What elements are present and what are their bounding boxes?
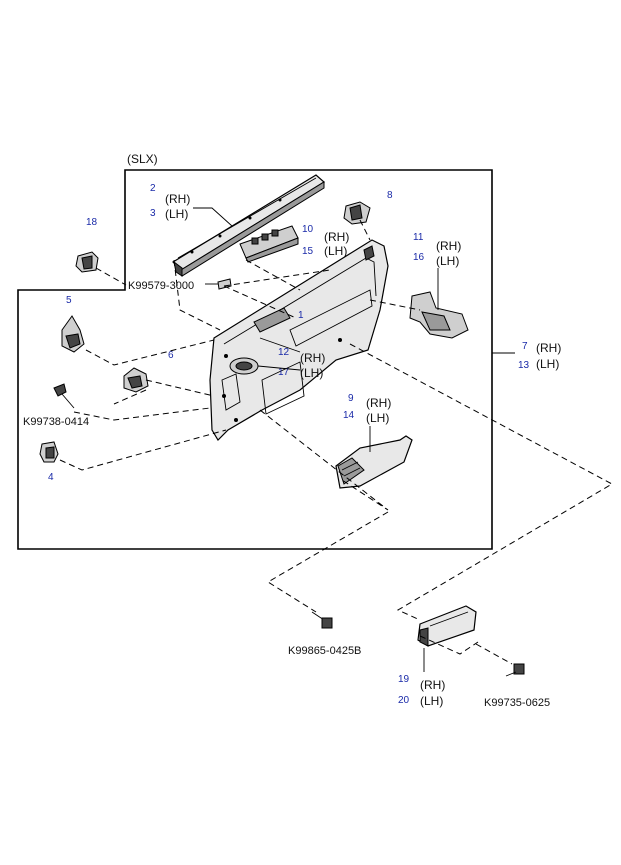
armrest-part (335, 435, 413, 489)
clip-part-6 (123, 367, 149, 393)
side-lh-17: (LH) (300, 366, 323, 380)
callout-2: 2 (150, 183, 156, 194)
callout-5: 5 (66, 295, 72, 306)
screw-k99865 (311, 611, 333, 629)
callout-19: 19 (398, 674, 410, 685)
side-lh-14: (LH) (366, 411, 389, 425)
side-rh-19: (RH) (420, 678, 445, 692)
callout-3: 3 (150, 208, 156, 219)
side-rh-2: (RH) (165, 192, 190, 206)
side-rh-9: (RH) (366, 396, 391, 410)
clip-part-18 (75, 251, 99, 273)
code-k99738: K99738-0414 (23, 416, 89, 428)
callout-11: 11 (413, 232, 424, 243)
code-k99865: K99865-0425B (288, 645, 361, 657)
callout-6: 6 (168, 350, 174, 361)
side-rh-10: (RH) (324, 230, 349, 244)
callout-4: 4 (48, 472, 54, 483)
bracket-part (409, 291, 469, 339)
switch-bezel-part (239, 225, 299, 263)
assembly-frame (17, 169, 493, 550)
callout-17: 17 (278, 367, 290, 378)
side-lh-15: (LH) (324, 244, 347, 258)
side-rh-12: (RH) (300, 351, 325, 365)
side-rh-7: (RH) (536, 341, 561, 355)
code-k99579: K99579-3000 (128, 280, 194, 292)
side-rh-11: (RH) (436, 239, 461, 253)
side-lh-13: (LH) (536, 357, 559, 371)
side-lh-20: (LH) (420, 694, 443, 708)
clip-part-8 (343, 201, 371, 225)
callout-20: 20 (398, 695, 410, 706)
code-k99735: K99735-0625 (484, 697, 550, 709)
variant-label: (SLX) (127, 152, 158, 166)
pull-handle-part (417, 605, 477, 647)
clip-part-4 (39, 441, 59, 463)
callout-15: 15 (302, 246, 314, 257)
screw-k99735 (505, 663, 525, 677)
callout-7: 7 (522, 341, 528, 352)
callout-14: 14 (343, 410, 355, 421)
clip-part-5 (61, 315, 85, 353)
screw-k99738 (53, 383, 75, 409)
callout-10: 10 (302, 224, 314, 235)
callout-16: 16 (413, 252, 425, 263)
callout-13: 13 (518, 360, 530, 371)
weatherstrip-part (172, 174, 326, 277)
side-lh-3: (LH) (165, 207, 188, 221)
callout-9: 9 (348, 393, 354, 404)
side-lh-16: (LH) (436, 254, 459, 268)
callout-12: 12 (278, 347, 290, 358)
callout-18: 18 (86, 217, 98, 228)
door-trim-panel (209, 239, 389, 441)
callout-1: 1 (298, 310, 304, 321)
callout-8: 8 (387, 190, 393, 201)
